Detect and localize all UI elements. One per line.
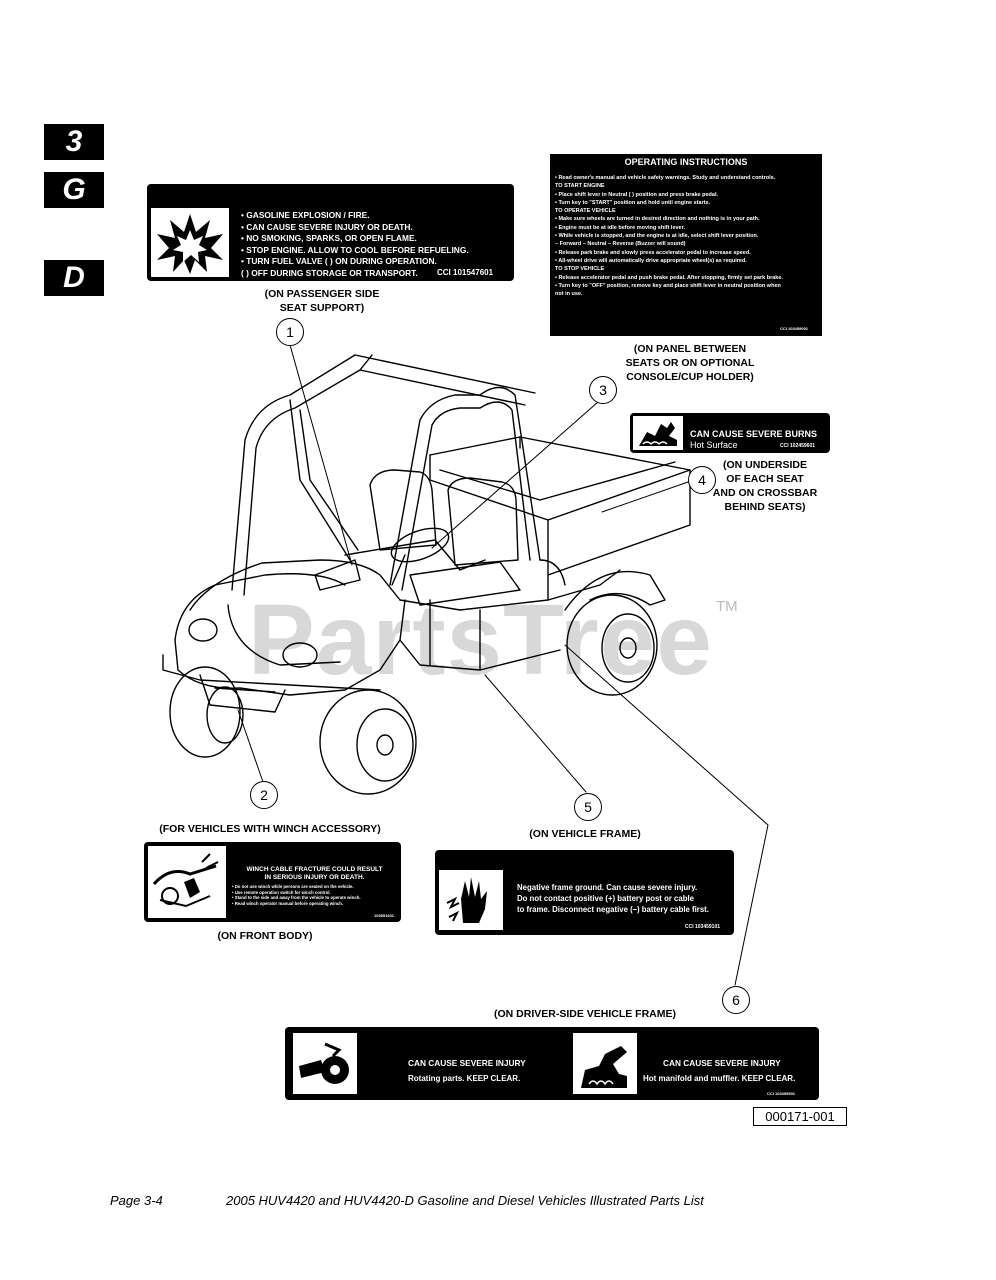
rotating-line-2: Rotating parts. KEEP CLEAR.: [408, 1074, 521, 1083]
label-front-body: (ON FRONT BODY): [217, 930, 313, 942]
op-line-11: • All-wheel drive will automatically dri…: [555, 257, 747, 264]
operating-decal-code: CCI 103459001: [780, 326, 809, 331]
callout-2: 2: [250, 781, 278, 809]
op-line-14: • Turn key to "OFF" position, remove key…: [555, 282, 781, 289]
label-passenger-side: (ON PASSENGER SIDE SEAT SUPPORT): [264, 288, 380, 314]
footer-document-title: 2005 HUV4420 and HUV4420-D Gasoline and …: [226, 1193, 704, 1208]
hot-manifold-line-1: CAN CAUSE SEVERE INJURY: [663, 1058, 781, 1068]
fuel-line-2: • CAN CAUSE SEVERE INJURY OR DEATH.: [241, 221, 413, 232]
burns-line-1: CAN CAUSE SEVERE BURNS: [690, 429, 818, 439]
op-line-1: • Read owner's manual and vehicle safety…: [555, 175, 776, 181]
battery-decal-code: CCI 103459101: [685, 924, 721, 930]
op-line-13: • Release accelerator pedal and push bra…: [555, 274, 783, 281]
decal-winch-warning: WINCH CABLE FRACTURE COULD RESULT IN SER…: [144, 842, 401, 922]
op-line-3: • Place shift lever in Neutral ( ) posit…: [555, 191, 718, 198]
fuel-line-3: • NO SMOKING, SPARKS, OR OPEN FLAME.: [241, 233, 417, 243]
op-line-6: • Make sure wheels are turned in desired…: [555, 216, 760, 223]
explosion-icon: [151, 208, 229, 277]
footer-page-number: Page 3-4: [110, 1193, 163, 1208]
op-line-10: • Release park brake and slowly press ac…: [555, 249, 751, 256]
label-panel-between-seats: (ON PANEL BETWEEN SEATS OR ON OPTIONAL C…: [625, 343, 755, 383]
winch-cable-icon: [148, 846, 226, 918]
winch-line-1: • Do not use winch while persons are sea…: [232, 884, 354, 889]
section-tab-g: G: [44, 172, 104, 208]
op-line-9: – Forward – Neutral – Reverse (Buzzer wi…: [555, 241, 686, 248]
op-line-12: TO STOP VEHICLE: [555, 266, 605, 273]
hot-manifold-icon: [573, 1033, 637, 1094]
section-tab-3: 3: [44, 124, 104, 160]
rotating-decal-code: CCI 103459501: [767, 1091, 796, 1096]
callout-5: 5: [574, 793, 602, 821]
fuel-line-6: ( ) OFF DURING STORAGE OR TRANSPORT.: [241, 267, 418, 278]
fuel-decal-code: CCI 101547601: [437, 268, 494, 277]
fuel-line-1: • GASOLINE EXPLOSION / FIRE.: [241, 210, 370, 220]
battery-line-2: Do not contact positive (+) battery post…: [517, 894, 694, 903]
op-line-4: • Turn key to "START" position and hold …: [555, 199, 711, 206]
hot-surface-icon: [633, 416, 683, 450]
burns-decal-code: CCI 102459601: [780, 443, 816, 449]
label-vehicle-frame: (ON VEHICLE FRAME): [529, 828, 641, 840]
decal-hot-surface: CAN CAUSE SEVERE BURNS Hot Surface CCI 1…: [630, 413, 830, 453]
decal-battery-warning: Negative frame ground. Can cause severe …: [435, 850, 734, 935]
rotating-parts-icon: [293, 1033, 357, 1094]
decal-fuel-warning: • GASOLINE EXPLOSION / FIRE. • CAN CAUSE…: [147, 184, 514, 281]
winch-line-3: • Stand to the side and away from the ve…: [232, 895, 361, 900]
op-line-2: TO START ENGINE: [555, 183, 605, 190]
figure-number: 000171-001: [753, 1107, 847, 1126]
callout-6: 6: [722, 986, 750, 1014]
winch-line-2: • Use remote operation switch for winch …: [232, 889, 331, 895]
label-driver-side-frame: (ON DRIVER-SIDE VEHICLE FRAME): [493, 1008, 676, 1020]
battery-line-1: Negative frame ground. Can cause severe …: [517, 883, 698, 892]
op-line-15: not in use.: [555, 291, 583, 298]
operating-title: OPERATING INSTRUCTIONS: [624, 157, 748, 167]
burns-line-2: Hot Surface: [690, 440, 738, 450]
electric-shock-hand-icon: [439, 870, 503, 930]
label-winch-accessory: (FOR VEHICLES WITH WINCH ACCESSORY): [159, 823, 381, 835]
op-line-8: • While vehicle is stopped, and the engi…: [555, 233, 759, 240]
decal-operating-instructions: OPERATING INSTRUCTIONS • Read owner's ma…: [550, 154, 822, 336]
op-line-5: TO OPERATE VEHICLE: [555, 208, 616, 215]
winch-line-4: • Read winch operator manual before oper…: [232, 900, 344, 906]
rotating-line-1: CAN CAUSE SEVERE INJURY: [408, 1058, 526, 1068]
hot-manifold-line-2: Hot manifold and muffler. KEEP CLEAR.: [643, 1074, 796, 1083]
winch-title-2: IN SERIOUS INJURY OR DEATH.: [264, 874, 365, 881]
fuel-line-5: • TURN FUEL VALVE ( ) ON DURING OPERATIO…: [241, 256, 437, 266]
decal-rotating-hot-manifold: CAN CAUSE SEVERE INJURY Rotating parts. …: [285, 1027, 819, 1100]
battery-line-3: to frame. Disconnect negative (–) batter…: [517, 905, 709, 914]
winch-decal-code: 103551601: [374, 913, 395, 918]
winch-title-1: WINCH CABLE FRACTURE COULD RESULT: [246, 866, 383, 873]
section-tab-d: D: [44, 260, 104, 296]
fuel-line-4: • STOP ENGINE. ALLOW TO COOL BEFORE REFU…: [241, 244, 469, 255]
callout-3: 3: [589, 376, 617, 404]
trademark-symbol: TM: [716, 598, 738, 615]
callout-1: 1: [276, 318, 304, 346]
op-line-7: • Engine must be at idle before moving s…: [555, 224, 685, 231]
callout-4: 4: [688, 466, 716, 494]
label-underside-seat: (ON UNDERSIDE OF EACH SEAT AND ON CROSSB…: [712, 459, 818, 513]
